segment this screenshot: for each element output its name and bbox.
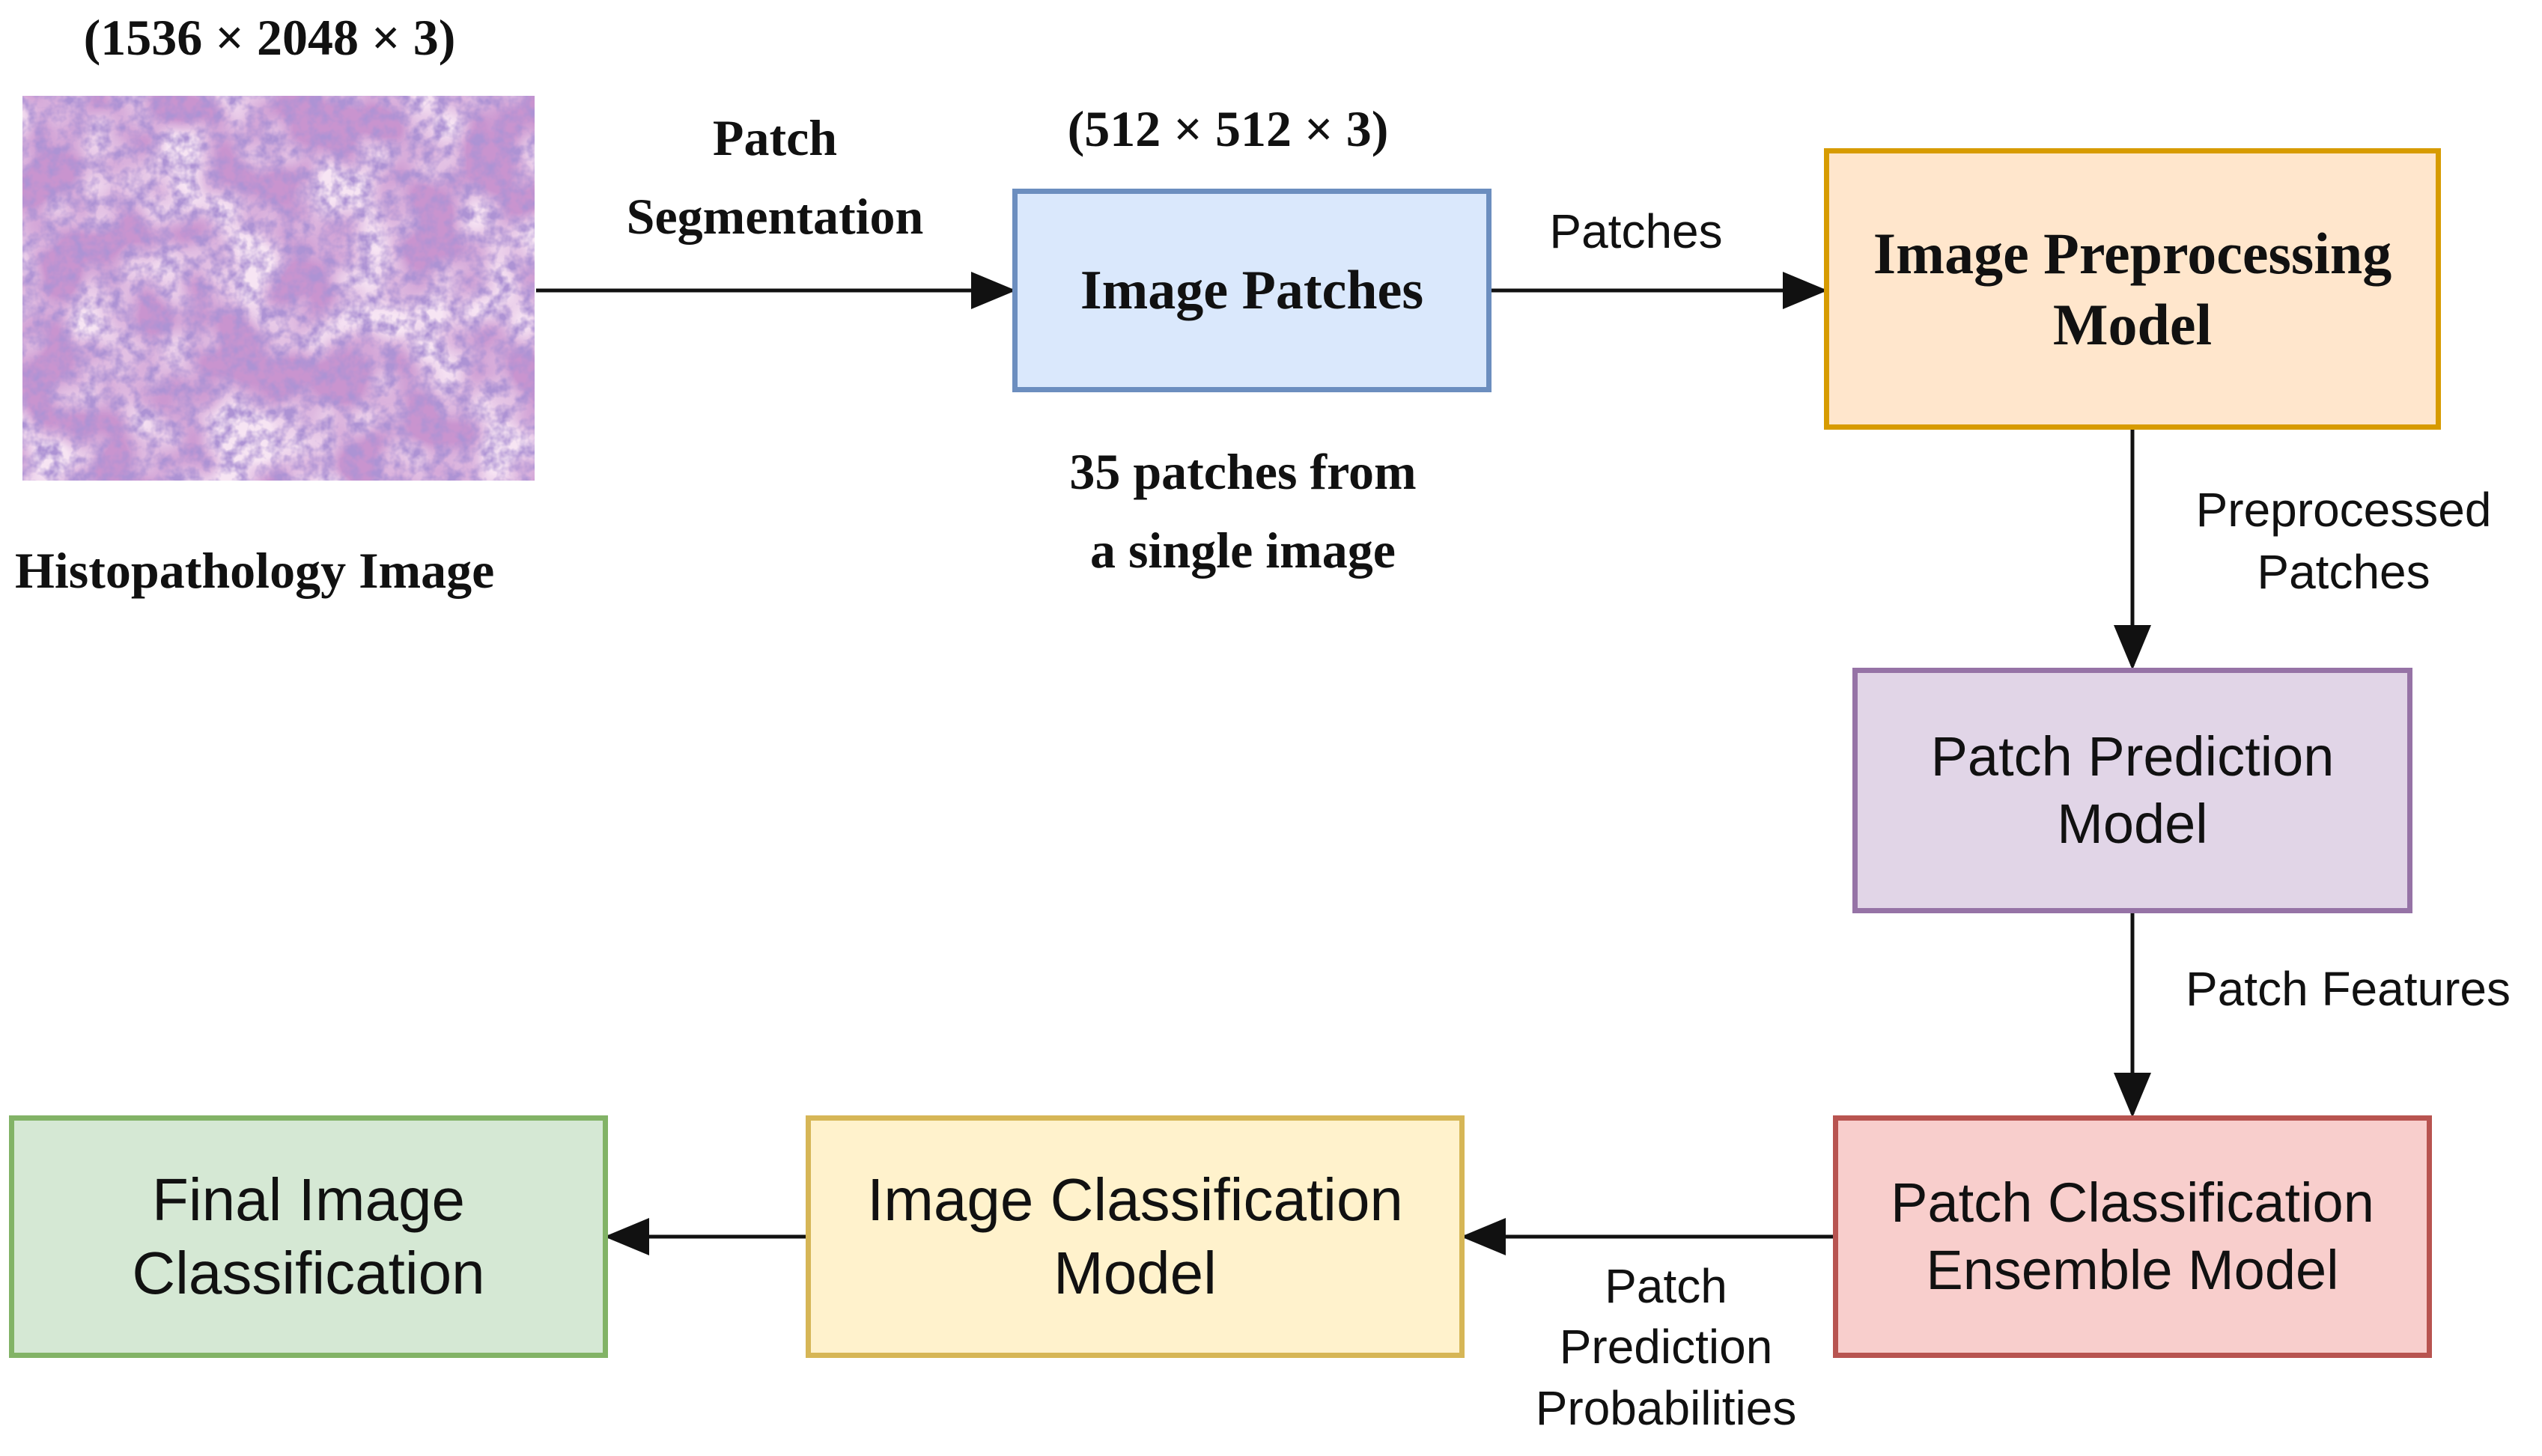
final-classification-box: Final Image Classification <box>9 1115 608 1358</box>
probabilities-edge-label: Patch Prediction Probabilities <box>1535 1259 1797 1435</box>
input-dims-label: (1536 × 2048 × 3) <box>83 9 456 66</box>
patches-note: 35 patches from a single image <box>1069 443 1417 579</box>
features-edge-label: Patch Features <box>2186 962 2511 1016</box>
preprocessed-edge-label: Preprocessed Patches <box>2195 483 2492 600</box>
input-caption: Histopathology Image <box>15 542 495 599</box>
segmentation-label: Patch Segmentation <box>626 109 924 246</box>
ensemble-model-box: Patch Classification Ensemble Model <box>1833 1115 2432 1358</box>
patches-dims-label: (512 × 512 × 3) <box>1067 100 1389 157</box>
image-classification-model-box: Image Classification Model <box>806 1115 1465 1358</box>
patches-edge-label: Patches <box>1549 204 1723 258</box>
prediction-model-box: Patch Prediction Model <box>1852 668 2412 913</box>
preprocessing-model-box: Image Preprocessing Model <box>1824 148 2441 430</box>
histopathology-image <box>22 96 535 481</box>
image-patches-box: Image Patches <box>1012 189 1492 392</box>
